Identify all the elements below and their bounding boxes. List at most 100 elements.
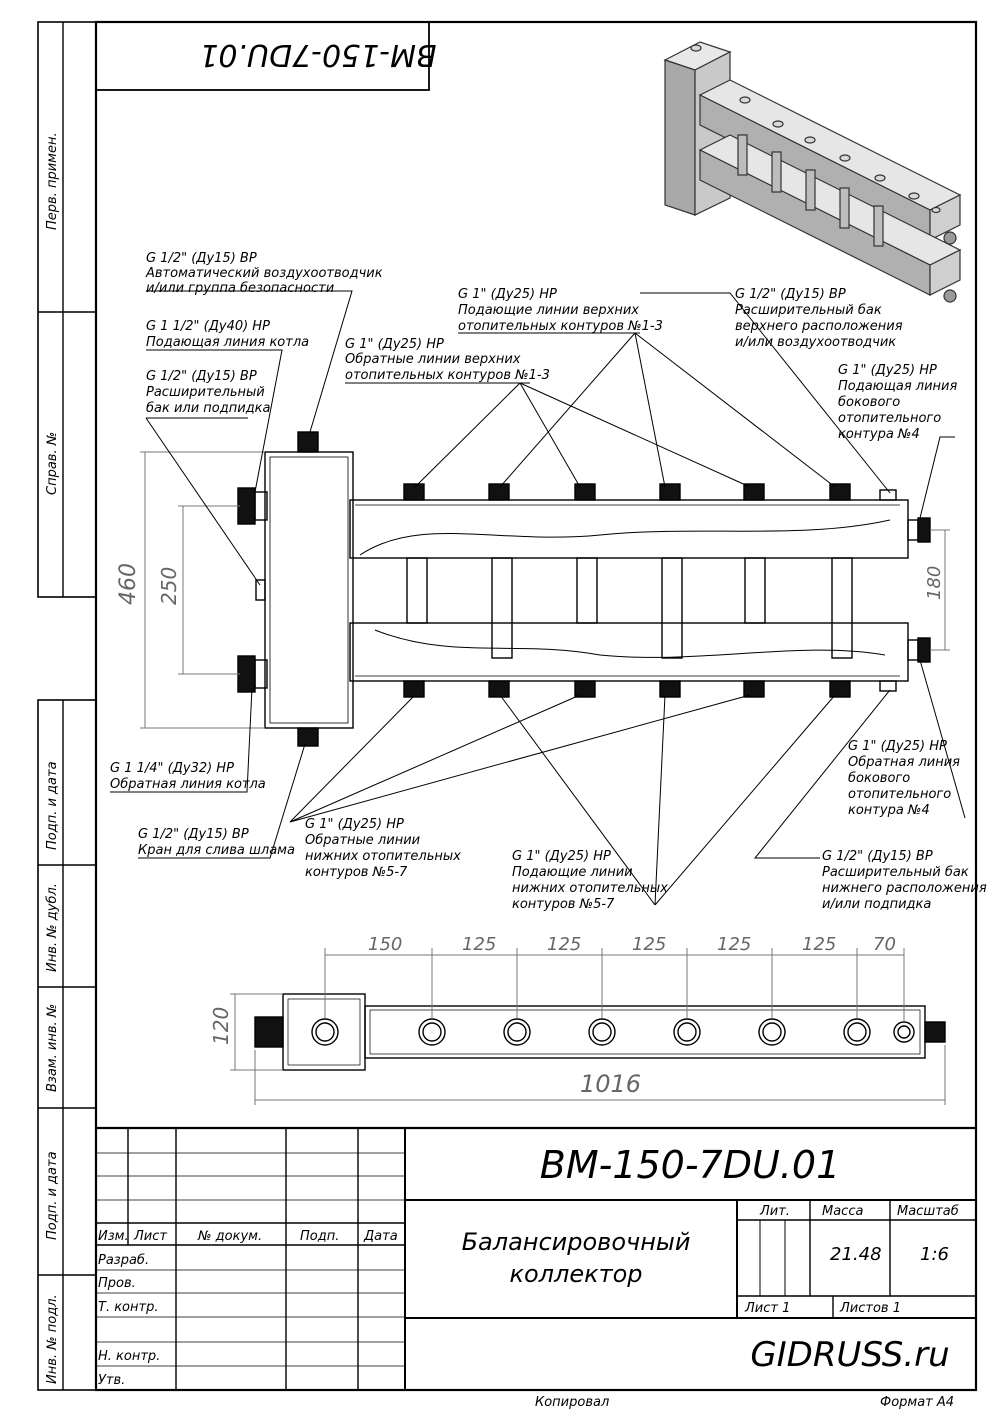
side-label-podp-data-1: Подп. и дата — [45, 761, 60, 850]
tb-row-tkontr: Т. контр. — [98, 1300, 158, 1315]
callout-exp-tank-br-1: Расширительный бак — [822, 865, 969, 880]
tb-row-razrab: Разраб. — [98, 1253, 149, 1268]
hydraulic-separator — [264, 451, 354, 729]
callout-drain-0: G 1/2" (Ду15) ВР — [138, 827, 249, 842]
callout-supply-lower-1: Подающие линии — [512, 865, 633, 880]
dim-spacing-6: 125 — [802, 934, 836, 955]
tb-mass-value: 21.48 — [830, 1244, 882, 1265]
side-label-sprav: Справ. № — [45, 432, 60, 495]
tb-name-line1: Балансировочный — [462, 1228, 691, 1256]
plan-dimension-labels: 150 125 125 125 125 125 70 120 1016 — [209, 934, 896, 1098]
footer-copied: Копировал — [535, 1395, 609, 1410]
callout-exp-tank-br-0: G 1/2" (Ду15) ВР — [822, 849, 933, 864]
callout-side-supply-3: отопительного — [838, 411, 941, 426]
tb-massa: Масса — [822, 1204, 863, 1219]
callout-side-return-2: бокового — [848, 771, 910, 786]
tb-listov: Листов 1 — [839, 1301, 901, 1316]
callout-exp-tank-br-2: нижнего расположения — [822, 881, 987, 896]
callout-return-upper-0: G 1" (Ду25) НР — [345, 337, 444, 352]
callout-side-supply-2: бокового — [838, 395, 900, 410]
dim-120: 120 — [209, 1007, 233, 1045]
dim-spacing-3: 125 — [547, 934, 581, 955]
lower-collector — [349, 622, 909, 682]
side-label-perv-primen: Перв. примен. — [45, 132, 60, 230]
callout-side-return-4: контура №4 — [848, 803, 930, 818]
isometric-view — [663, 41, 962, 303]
tb-designation: BM-150-7DU.01 — [540, 1143, 841, 1187]
side-label-vzam-inv: Взам. инв. № — [45, 1004, 60, 1092]
tb-company: GIDRUSS.ru — [750, 1335, 949, 1375]
tb-row-prov: Пров. — [98, 1276, 136, 1291]
callout-air-vent-1: Автоматический воздухоотводчик — [145, 266, 383, 281]
callout-exp-tank-tr-1: Расширительный бак — [735, 303, 882, 318]
tb-row-nkontr: Н. контр. — [98, 1349, 160, 1364]
footer-format: Формат A4 — [880, 1395, 954, 1410]
sheet-frame — [37, 20, 978, 1392]
callout-drain-1: Кран для слива шлама — [138, 843, 295, 858]
callout-supply-lower-2: нижних отопительных — [512, 881, 668, 896]
tb-list: Лист 1 — [744, 1301, 790, 1316]
callout-air-vent-0: G 1/2" (Ду15) ВР — [146, 251, 257, 266]
callouts: G 1/2" (Ду15) ВР Автоматический воздухоо… — [110, 251, 987, 912]
callout-return-upper-1: Обратные линии верхних — [345, 352, 521, 367]
callout-exp-tank-left-0: G 1/2" (Ду15) ВР — [146, 369, 257, 384]
callout-side-return-1: Обратная линия — [848, 755, 960, 770]
leader-lines — [110, 290, 966, 906]
tb-lit: Лит. — [759, 1204, 790, 1219]
callout-return-lower-1: Обратные линии — [305, 833, 420, 848]
tb-scale-value: 1:6 — [920, 1244, 949, 1265]
tb-name-line2: коллектор — [509, 1260, 642, 1288]
side-label-inv-podl: Инв. № подл. — [45, 1294, 60, 1384]
tb-row-utv: Утв. — [98, 1373, 125, 1388]
side-label-inv-dubl: Инв. № дубл. — [45, 883, 60, 972]
tb-col-podp: Подп. — [300, 1229, 339, 1244]
tb-col-list: Лист — [133, 1229, 167, 1244]
callout-boiler-supply-1: Подающая линия котла — [146, 335, 309, 350]
title-block — [96, 1126, 976, 1390]
tb-masshtab: Масштаб — [897, 1204, 959, 1219]
callout-return-lower-3: контуров №5-7 — [305, 865, 408, 880]
front-dimensions — [140, 451, 950, 729]
plan-view — [254, 993, 946, 1071]
title-block-text: Изм. Лист № докум. Подп. Дата Разраб. Пр… — [98, 1143, 959, 1388]
dim-spacing-4: 125 — [632, 934, 666, 955]
callout-exp-tank-left-2: бак или подпидка — [146, 401, 271, 416]
callout-return-lower-2: нижних отопительных — [305, 849, 461, 864]
dim-460: 460 — [116, 563, 141, 605]
callout-exp-tank-left-1: Расширительный — [146, 385, 265, 400]
callout-return-lower-0: G 1" (Ду25) НР — [305, 817, 404, 832]
dim-1016: 1016 — [580, 1070, 641, 1098]
dim-spacing-5: 125 — [717, 934, 751, 955]
callout-supply-lower-3: контуров №5-7 — [512, 897, 615, 912]
stamp-top-designation: BM-150-7DU.01 — [199, 37, 436, 72]
callout-air-vent-2: и/или группа безопасности — [146, 281, 334, 296]
side-labels: Перв. примен. Справ. № Подп. и дата Инв.… — [45, 132, 60, 1384]
dim-spacing-2: 125 — [462, 934, 496, 955]
callout-supply-upper-0: G 1" (Ду25) НР — [458, 287, 557, 302]
callout-return-upper-2: отопительных контуров №1-3 — [345, 368, 550, 383]
front-view — [237, 431, 931, 747]
tb-col-data: Дата — [363, 1229, 398, 1244]
callout-supply-upper-2: отопительных контуров №1-3 — [458, 319, 663, 334]
callout-supply-upper-1: Подающие линии верхних — [458, 303, 639, 318]
plan-dimensions — [230, 948, 946, 1105]
callout-side-return-0: G 1" (Ду25) НР — [848, 739, 947, 754]
callout-side-supply-4: контура №4 — [838, 427, 920, 442]
callout-boiler-return-1: Обратная линия котла — [110, 777, 266, 792]
dim-250: 250 — [157, 567, 181, 605]
dim-180: 180 — [924, 566, 945, 600]
callout-side-return-3: отопительного — [848, 787, 951, 802]
callout-side-supply-0: G 1" (Ду25) НР — [838, 363, 937, 378]
callout-boiler-return-0: G 1 1/4" (Ду32) НР — [110, 761, 234, 776]
callout-exp-tank-tr-3: и/или воздухоотводчик — [735, 335, 896, 350]
callout-exp-tank-tr-0: G 1/2" (Ду15) ВР — [735, 287, 846, 302]
callout-supply-lower-0: G 1" (Ду25) НР — [512, 849, 611, 864]
side-label-podp-data-2: Подп. и дата — [45, 1151, 60, 1240]
callout-exp-tank-br-3: и/или подпидка — [822, 897, 931, 912]
dim-spacing-1: 150 — [368, 934, 402, 955]
callout-exp-tank-tr-2: верхнего расположения — [735, 319, 903, 334]
callout-side-supply-1: Подающая линия — [838, 379, 957, 394]
tb-col-izm: Изм. — [98, 1229, 129, 1244]
tb-col-dokum: № докум. — [197, 1229, 262, 1244]
